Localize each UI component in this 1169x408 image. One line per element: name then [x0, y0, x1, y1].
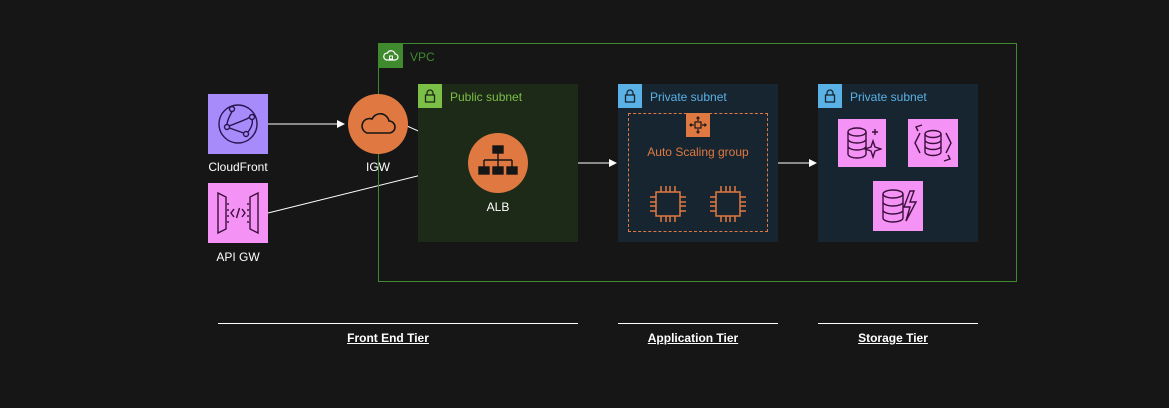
- private-subnet-storage-lock-icon: [818, 84, 842, 108]
- auto-scaling-group-label: Auto Scaling group: [647, 145, 749, 159]
- private-subnet-storage-label: Private subnet: [850, 90, 927, 104]
- auto-scaling-icon: [686, 113, 710, 137]
- cloudfront-icon[interactable]: [208, 94, 268, 154]
- dynamodb-icon[interactable]: [873, 181, 923, 231]
- storage-tier-label: Storage Tier: [858, 331, 928, 345]
- database-migration-icon[interactable]: [908, 119, 958, 167]
- internet-gateway-label: IGW: [366, 160, 390, 174]
- storage-tier-divider: [818, 323, 978, 324]
- private-subnet-app-lock-icon: [618, 84, 642, 108]
- internet-gateway-icon[interactable]: [348, 94, 408, 154]
- ec2-instance-icon[interactable]: [648, 184, 688, 224]
- private-subnet-application: [618, 84, 778, 242]
- front-end-tier-divider: [218, 323, 578, 324]
- application-tier-label: Application Tier: [647, 331, 739, 345]
- api-gateway-icon[interactable]: [208, 183, 268, 243]
- ec2-instance-icon[interactable]: [708, 184, 748, 224]
- load-balancer-icon[interactable]: [468, 133, 528, 193]
- vpc-cloud-lock-icon: [379, 44, 403, 68]
- api-gateway-label: API GW: [216, 250, 260, 264]
- vpc-boundary: [378, 43, 1017, 282]
- cloudfront-label: CloudFront: [208, 160, 268, 174]
- application-tier-divider: [618, 323, 778, 324]
- public-subnet-lock-icon: [418, 84, 442, 108]
- public-subnet-label: Public subnet: [450, 90, 523, 104]
- front-end-tier-label: Front End Tier: [347, 331, 429, 345]
- private-subnet-app-label: Private subnet: [650, 90, 727, 104]
- rds-database-icon[interactable]: [838, 119, 886, 167]
- vpc-label: VPC: [410, 50, 435, 64]
- load-balancer-label: ALB: [486, 200, 510, 214]
